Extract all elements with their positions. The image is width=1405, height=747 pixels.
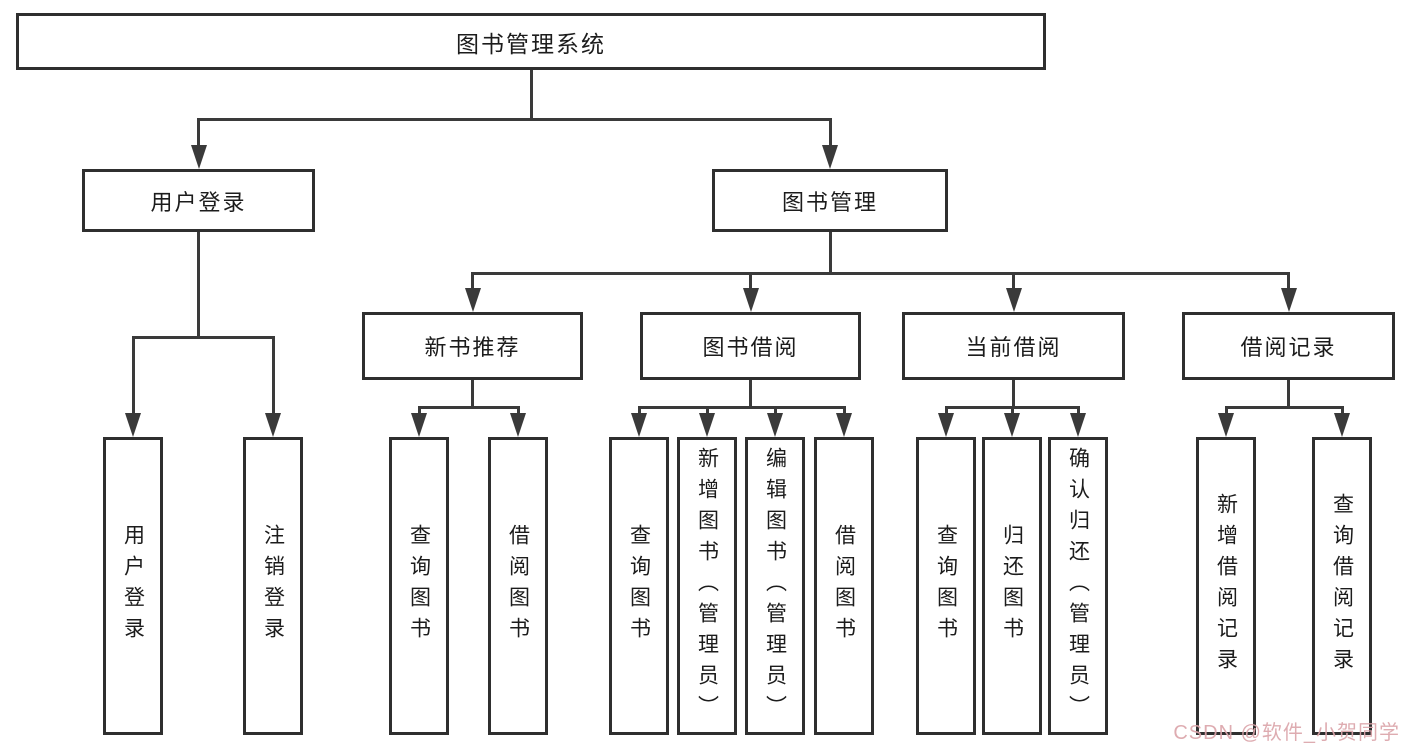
node-label: 新增借阅记录 [1214,493,1238,679]
node-label: 新增图书（管理员） [695,446,719,726]
connector-vline [828,119,832,147]
node-borrowing-records: 借阅记录 [1182,312,1395,380]
connector-arrowhead [631,413,647,437]
connector-arrowhead [1334,413,1350,437]
node-label: 借阅图书 [832,524,856,648]
node-label: 编辑图书（管理员） [763,446,787,726]
node-label: 借阅记录 [1240,335,1337,360]
node-user-login: 用户登录 [82,169,315,232]
connector-vline [1012,380,1015,407]
node-add-borrow-record: 新增借阅记录 [1196,437,1256,735]
connector-hline [637,405,846,409]
connector-vline [417,407,421,415]
connector-vline [749,273,752,291]
node-book-management: 图书管理 [712,169,948,232]
connector-hline [944,405,1080,409]
connector-arrowhead [1070,413,1086,437]
connector-arrowhead [1005,288,1022,312]
connector-hline [417,405,520,409]
connector-arrowhead [938,413,954,437]
connector-vline [471,380,474,407]
connector-vline [1076,407,1080,415]
connector-arrowhead [190,145,207,169]
node-label: 注销登录 [261,524,285,648]
node-query-books: 查询图书 [389,437,449,735]
node-label: 新书推荐 [424,335,521,360]
node-library-management-system: 图书管理系统 [16,13,1046,70]
connector-vline [516,407,520,415]
node-label: 图书管理 [781,189,878,215]
node-label: 查询图书 [627,524,651,648]
node-current-borrowing: 当前借阅 [902,312,1125,380]
connector-vline [1010,407,1014,415]
connector-hline [1224,405,1344,409]
connector-arrowhead [742,288,759,312]
node-label: 查询借阅记录 [1330,493,1354,679]
node-label: 用户登录 [150,189,247,215]
connector-arrowhead [767,413,783,437]
connector-arrowhead [464,288,481,312]
node-borrow-books: 借阅图书 [814,437,874,735]
connector-arrowhead [125,413,141,437]
node-label: 借阅图书 [506,524,530,648]
connector-vline [1224,407,1228,415]
node-book-borrowing: 图书借阅 [640,312,861,380]
connector-arrowhead [265,413,281,437]
connector-arrowhead [1004,413,1020,437]
connector-vline [637,407,641,415]
connector-vline [529,70,533,119]
node-label: 确认归还（管理员） [1066,446,1090,726]
node-edit-books-admin: 编辑图书（管理员） [745,437,805,735]
node-query-books: 查询图书 [609,437,669,735]
connector-vline [471,273,474,291]
csdn-watermark: CSDN @软件_小贺同学 [1173,722,1400,744]
node-query-books: 查询图书 [916,437,976,735]
node-label: 归还图书 [1000,524,1024,648]
connector-hline [471,271,1290,275]
node-confirm-return-admin: 确认归还（管理员） [1048,437,1108,735]
connector-vline [1287,273,1290,291]
node-new-book-recommendation: 新书推荐 [362,312,583,380]
connector-arrowhead [836,413,852,437]
connector-arrowhead [510,413,526,437]
connector-hline [197,117,832,121]
node-logout-action: 注销登录 [243,437,303,735]
connector-vline [944,407,948,415]
connector-vline [1340,407,1344,415]
node-borrow-books: 借阅图书 [488,437,548,735]
node-return-books: 归还图书 [982,437,1042,735]
connector-arrowhead [1280,288,1297,312]
connector-arrowhead [699,413,715,437]
node-add-books-admin: 新增图书（管理员） [677,437,737,735]
connector-arrowhead [822,145,838,169]
node-label: 图书管理系统 [456,30,606,57]
connector-vline [197,232,200,337]
node-label: 图书借阅 [702,335,799,360]
connector-vline [705,407,709,415]
connector-arrowhead [411,413,427,437]
node-query-borrow-record: 查询借阅记录 [1312,437,1372,735]
node-label: 查询图书 [934,524,958,648]
connector-hline [131,335,275,339]
connector-arrowhead [1218,413,1234,437]
node-user-login-action: 用户登录 [103,437,163,735]
connector-vline [131,337,135,415]
connector-vline [842,407,846,415]
node-label: 查询图书 [407,524,431,648]
connector-vline [197,119,200,147]
connector-vline [271,337,275,415]
connector-vline [749,380,752,407]
connector-vline [773,407,777,415]
connector-vline [828,232,832,273]
node-label: 当前借阅 [965,335,1062,360]
connector-vline [1287,380,1290,407]
connector-vline [1012,273,1015,291]
node-label: 用户登录 [121,524,145,648]
